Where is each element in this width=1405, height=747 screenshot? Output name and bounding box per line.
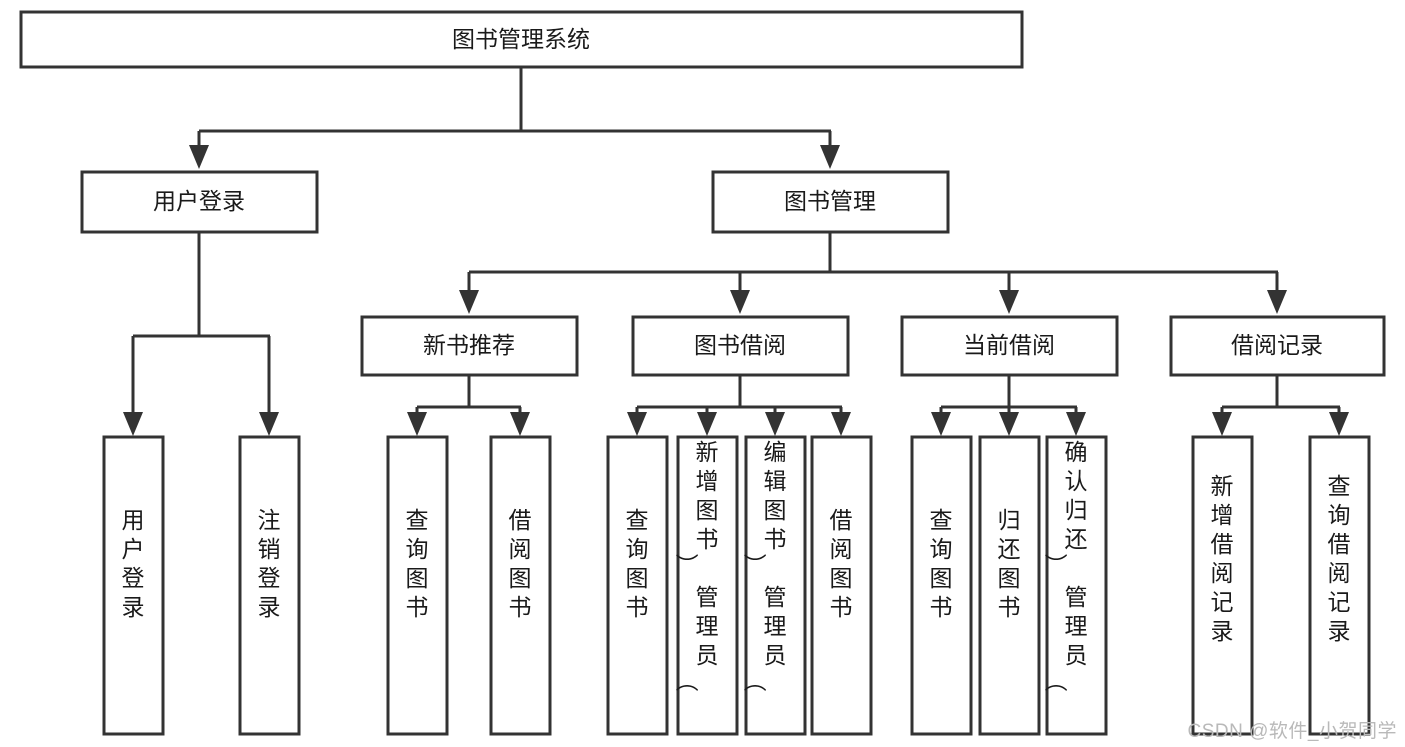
leaf-query-book-3-label: 查询图书	[930, 507, 953, 620]
leaf-user-login[interactable]: 用户登录	[102, 435, 165, 736]
connector-userlogin-to-leaves	[123, 233, 279, 436]
leaf-query-record-label: 查询借阅记录	[1328, 473, 1351, 644]
arrow-head-icon	[730, 290, 750, 314]
leaf-query-book-1[interactable]: 查询图书	[386, 435, 449, 736]
arrow-head-icon	[1267, 290, 1287, 314]
leaf-add-record[interactable]: 新增借阅记录	[1191, 435, 1254, 736]
arrow-head-icon	[407, 412, 427, 436]
leaf-edit-book[interactable]: 编辑图书（管理员）	[743, 435, 807, 736]
csdn-watermark: CSDN @软件_小贺同学	[1187, 721, 1397, 742]
leaf-return-book[interactable]: 归还图书	[978, 435, 1041, 736]
node-current-borrow-label: 当前借阅	[963, 332, 1055, 358]
leaf-confirm-return-box[interactable]	[1045, 435, 1108, 736]
arrow-head-icon	[999, 290, 1019, 314]
node-user-login[interactable]: 用户登录	[80, 170, 319, 234]
arrow-head-icon	[1329, 412, 1349, 436]
leaf-query-book-3-box[interactable]	[910, 435, 973, 736]
leaf-borrow-book-2-box[interactable]	[810, 435, 873, 736]
leaf-add-book-box[interactable]	[676, 435, 739, 736]
arrow-head-icon	[459, 290, 479, 314]
leaf-borrow-book-1-label: 借阅图书	[509, 507, 532, 620]
leaf-add-record-box[interactable]	[1191, 435, 1254, 736]
leaf-query-book-3[interactable]: 查询图书	[910, 435, 973, 736]
arrow-head-icon	[931, 412, 951, 436]
node-new-book-rec[interactable]: 新书推荐	[360, 315, 579, 377]
leaf-add-book-label: 新增图书（管理员）	[675, 439, 719, 692]
leaf-confirm-return[interactable]: 确认归还（管理员）	[1044, 435, 1108, 736]
leaf-user-logout-box[interactable]	[238, 435, 301, 736]
arrow-head-icon	[189, 145, 209, 169]
leaf-query-book-2[interactable]: 查询图书	[606, 435, 669, 736]
node-book-borrow[interactable]: 图书借阅	[631, 315, 850, 377]
leaf-confirm-return-label: 确认归还（管理员）	[1044, 439, 1088, 692]
leaf-edit-book-box[interactable]	[744, 435, 807, 736]
leaf-return-book-label: 归还图书	[998, 507, 1021, 620]
node-new-book-rec-label: 新书推荐	[423, 332, 515, 358]
leaf-borrow-book-1[interactable]: 借阅图书	[489, 435, 552, 736]
leaf-add-record-label: 新增借阅记录	[1211, 473, 1234, 644]
leaf-borrow-book-1-box[interactable]	[489, 435, 552, 736]
leaf-query-book-2-label: 查询图书	[626, 507, 649, 620]
node-new-book-rec-box[interactable]	[360, 315, 579, 377]
leaf-query-book-1-box[interactable]	[386, 435, 449, 736]
arrow-head-icon	[123, 412, 143, 436]
leaf-return-book-box[interactable]	[978, 435, 1041, 736]
leaf-query-record-box[interactable]	[1308, 435, 1371, 736]
arrow-head-icon	[999, 412, 1019, 436]
node-root-box[interactable]	[19, 10, 1024, 69]
connector-bookborrow-to-leaves	[627, 375, 851, 436]
leaf-query-book-2-box[interactable]	[606, 435, 669, 736]
leaf-edit-book-label: 编辑图书（管理员）	[743, 439, 787, 692]
node-book-borrow-label: 图书借阅	[694, 332, 786, 358]
connector-bookmanage-to-level3	[459, 233, 1287, 314]
arrow-head-icon	[510, 412, 530, 436]
arrow-head-icon	[765, 412, 785, 436]
node-borrow-record-label: 借阅记录	[1231, 332, 1323, 358]
leaf-add-book[interactable]: 新增图书（管理员）	[675, 435, 739, 736]
connector-borrowrecord-to-leaves	[1212, 375, 1349, 436]
connector-root-to-level2	[189, 68, 840, 169]
arrow-head-icon	[697, 412, 717, 436]
arrow-head-icon	[831, 412, 851, 436]
node-book-manage-label: 图书管理	[784, 188, 876, 214]
connector-currentborrow-to-leaves	[931, 375, 1086, 436]
leaf-borrow-book-2-label: 借阅图书	[830, 507, 853, 620]
arrow-head-icon	[1066, 412, 1086, 436]
node-borrow-record[interactable]: 借阅记录	[1169, 315, 1386, 377]
arrow-head-icon	[820, 145, 840, 169]
node-current-borrow[interactable]: 当前借阅	[900, 315, 1119, 377]
node-book-manage[interactable]: 图书管理	[711, 170, 950, 234]
connector-newbook-to-leaves	[407, 375, 530, 436]
node-root[interactable]: 图书管理系统	[19, 10, 1024, 69]
node-book-borrow-box[interactable]	[631, 315, 850, 377]
arrow-head-icon	[627, 412, 647, 436]
leaf-user-logout[interactable]: 注销登录	[238, 435, 301, 736]
arrow-head-icon	[1212, 412, 1232, 436]
node-user-login-label: 用户登录	[153, 188, 245, 214]
leaf-query-record[interactable]: 查询借阅记录	[1308, 435, 1371, 736]
node-root-label: 图书管理系统	[452, 26, 590, 52]
leaf-user-login-box[interactable]	[102, 435, 165, 736]
leaf-query-book-1-label: 查询图书	[406, 507, 429, 620]
leaf-user-login-label: 用户登录	[122, 507, 145, 620]
arrow-head-icon	[259, 412, 279, 436]
node-user-login-box[interactable]	[80, 170, 319, 234]
leaf-user-logout-label: 注销登录	[258, 507, 281, 620]
node-book-manage-box[interactable]	[711, 170, 950, 234]
node-current-borrow-box[interactable]	[900, 315, 1119, 377]
node-borrow-record-box[interactable]	[1169, 315, 1386, 377]
leaf-borrow-book-2[interactable]: 借阅图书	[810, 435, 873, 736]
